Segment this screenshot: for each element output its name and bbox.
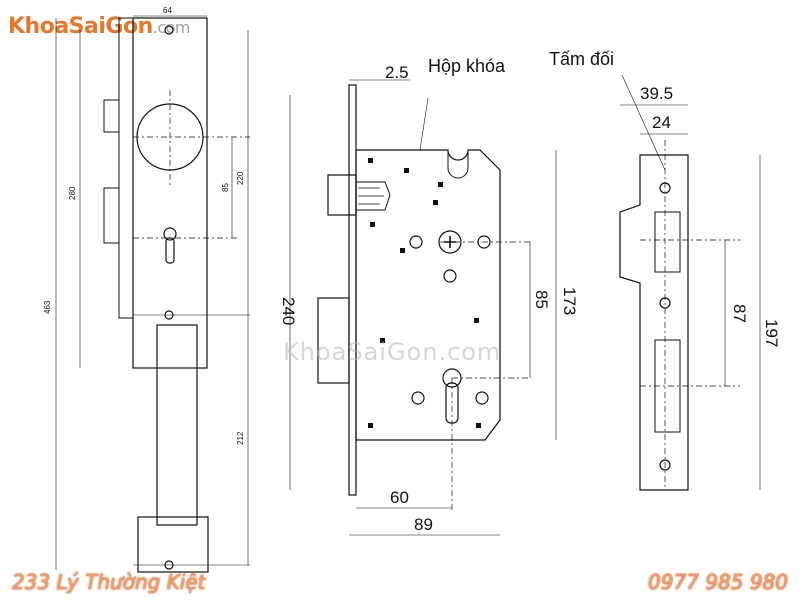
footer-phone: 0977 985 980 (648, 570, 788, 594)
dim-strike-inner: 24 (652, 113, 671, 132)
dim-upper-height: 280 (68, 186, 77, 200)
footer-address: 233 Lý Thường Kiệt (12, 570, 206, 594)
strike-plate-view (619, 74, 761, 491)
handle-faceplate-view (55, 15, 250, 573)
dim-faceplate-width: 64 (163, 6, 172, 15)
dim-strike-width: 39.5 (640, 84, 673, 103)
label-strike-plate: Tấm đối (549, 49, 614, 69)
dim-lower-height: 212 (236, 431, 245, 445)
watermark: KhoaSaiGon.com (283, 338, 502, 366)
dim-case-depth: 89 (414, 515, 433, 534)
label-lock-box: Hộp khóa (428, 56, 506, 76)
dim-cyl-distance: 85 (221, 183, 230, 192)
dim-body-height: 240 (279, 297, 298, 325)
dim-mid-height: 220 (236, 171, 245, 185)
dim-faceplate-thickness: 2.5 (385, 63, 409, 82)
lock-body-view (289, 79, 557, 536)
dim-center-distance: 85 (532, 290, 551, 309)
dim-hole-spacing: 87 (730, 304, 749, 323)
dim-overall-height: 463 (43, 300, 52, 314)
dim-case-height: 173 (560, 287, 579, 315)
dim-strike-height: 197 (762, 319, 781, 347)
dim-backset: 60 (390, 488, 409, 507)
